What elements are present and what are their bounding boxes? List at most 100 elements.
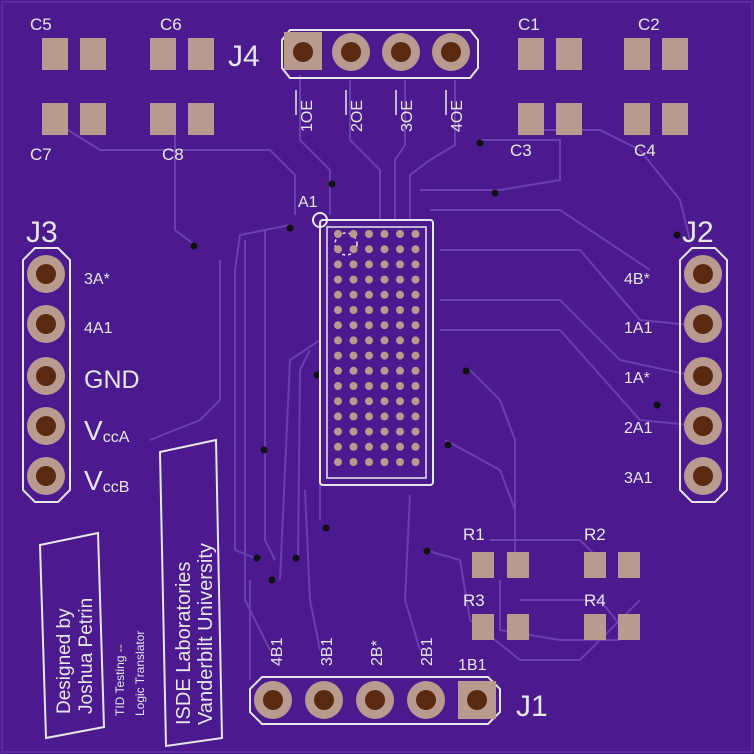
cap-c5: C5 bbox=[30, 15, 106, 70]
designer-note: Designed by Joshua Petrin bbox=[38, 531, 106, 740]
bga-ball-grid bbox=[334, 230, 420, 466]
bga-ball bbox=[396, 245, 404, 254]
bga-ball bbox=[365, 245, 373, 254]
j2-pin2-label: 1A1 bbox=[624, 320, 653, 337]
bga-ball bbox=[349, 427, 358, 436]
bga-ball bbox=[396, 336, 404, 345]
cap-c5-label: C5 bbox=[30, 15, 52, 34]
bga-ball bbox=[349, 382, 358, 390]
bga-ball bbox=[396, 290, 404, 299]
j2-pin1-label: 4B* bbox=[624, 271, 650, 288]
cap-c6: C6 bbox=[150, 15, 214, 70]
vias bbox=[190, 139, 681, 584]
bga-ball bbox=[396, 366, 404, 375]
bga-ball bbox=[380, 442, 389, 451]
bga-ball bbox=[334, 351, 342, 360]
ic-a1: A1 bbox=[298, 194, 434, 486]
bga-ball bbox=[380, 382, 389, 390]
bga-ball bbox=[349, 290, 358, 299]
cap-c1: C1 bbox=[518, 15, 582, 70]
bga-ball bbox=[334, 366, 342, 375]
resistor-r2: R2 bbox=[584, 525, 640, 578]
bga-ball bbox=[380, 427, 389, 436]
header-j3: J3 3A* 4A1 GND VccA VccB bbox=[22, 216, 140, 503]
bga-ball bbox=[334, 397, 342, 406]
project-line1: TID Testing -- bbox=[113, 644, 127, 716]
bga-ball bbox=[411, 230, 420, 238]
bga-ball bbox=[334, 336, 342, 345]
header-j4: J4 1OE 2OE 3OE 4OE bbox=[228, 29, 479, 132]
j3-pin4-label: VccA bbox=[84, 415, 130, 446]
bga-ball bbox=[365, 412, 373, 421]
j1-pin4-label: 2B1 bbox=[419, 637, 436, 666]
bga-ball bbox=[349, 366, 358, 375]
cap-c8-label: C8 bbox=[162, 145, 184, 164]
cap-c4-label: C4 bbox=[634, 141, 656, 160]
resistor-r1: R1 bbox=[463, 525, 529, 578]
bga-ball bbox=[396, 427, 404, 436]
bga-ball bbox=[365, 366, 373, 375]
header-j4-label: J4 bbox=[228, 40, 260, 73]
bga-ball bbox=[349, 230, 358, 238]
lab-line1: ISDE Laboratories bbox=[173, 562, 195, 725]
bga-ball bbox=[334, 245, 342, 254]
project-note: TID Testing -- Logic Translator bbox=[113, 631, 147, 716]
bga-ball bbox=[334, 458, 342, 466]
bga-ball bbox=[334, 382, 342, 390]
cap-c8: C8 bbox=[150, 103, 214, 164]
bga-ball bbox=[411, 321, 420, 330]
cap-c4: C4 bbox=[624, 103, 688, 160]
bga-ball bbox=[380, 245, 389, 254]
bga-ball bbox=[380, 458, 389, 466]
cap-c7-label: C7 bbox=[30, 145, 52, 164]
j1-pin5-label: 1B1 bbox=[458, 657, 487, 674]
bga-ball bbox=[411, 442, 420, 451]
resistor-r4: R4 bbox=[584, 591, 640, 640]
j2-pin5-label: 3A1 bbox=[624, 470, 653, 487]
j3-pin5-label: VccB bbox=[84, 465, 129, 496]
bga-ball bbox=[380, 306, 389, 314]
resistor-r4-label: R4 bbox=[584, 591, 606, 610]
cap-c6-label: C6 bbox=[160, 15, 182, 34]
bga-ball bbox=[380, 397, 389, 406]
bga-ball bbox=[334, 275, 342, 284]
bga-ball bbox=[380, 366, 389, 375]
copper-traces bbox=[51, 75, 691, 680]
j1-pin1-label: 4B1 bbox=[269, 637, 286, 666]
bga-ball bbox=[396, 306, 404, 314]
bga-ball bbox=[396, 397, 404, 406]
bga-ball bbox=[349, 458, 358, 466]
bga-ball bbox=[365, 442, 373, 451]
bga-ball bbox=[396, 351, 404, 360]
bga-ball bbox=[380, 260, 389, 269]
bga-ball bbox=[380, 351, 389, 360]
bga-ball bbox=[365, 382, 373, 390]
bga-ball bbox=[349, 275, 358, 284]
bga-ball bbox=[380, 290, 389, 299]
resistor-r2-label: R2 bbox=[584, 525, 606, 544]
j2-pin4-label: 2A1 bbox=[624, 420, 653, 437]
bga-ball bbox=[365, 458, 373, 466]
bga-ball bbox=[411, 412, 420, 421]
j4-pin3-label: 3OE bbox=[399, 100, 416, 132]
header-j2-label: J2 bbox=[682, 216, 714, 249]
bga-ball bbox=[411, 260, 420, 269]
resistor-r3-label: R3 bbox=[463, 591, 485, 610]
bga-ball bbox=[349, 245, 358, 254]
j2-pin3-label: 1A* bbox=[624, 370, 650, 387]
bga-ball bbox=[365, 427, 373, 436]
j3-pin3-label: GND bbox=[84, 366, 140, 394]
j4-pin4-label: 4OE bbox=[449, 100, 466, 132]
cap-c3: C3 bbox=[510, 103, 582, 160]
j4-pin2-label: 2OE bbox=[349, 100, 366, 132]
bga-ball bbox=[411, 458, 420, 466]
bga-ball bbox=[411, 275, 420, 284]
bga-ball bbox=[380, 336, 389, 345]
bga-ball bbox=[411, 427, 420, 436]
header-j1: J1 4B1 3B1 2B* 2B1 1B1 bbox=[249, 637, 548, 725]
bga-ball bbox=[380, 275, 389, 284]
bga-ball bbox=[349, 306, 358, 314]
bga-ball bbox=[411, 290, 420, 299]
j3-pin2-label: 4A1 bbox=[84, 320, 113, 337]
cap-c7: C7 bbox=[30, 103, 106, 164]
